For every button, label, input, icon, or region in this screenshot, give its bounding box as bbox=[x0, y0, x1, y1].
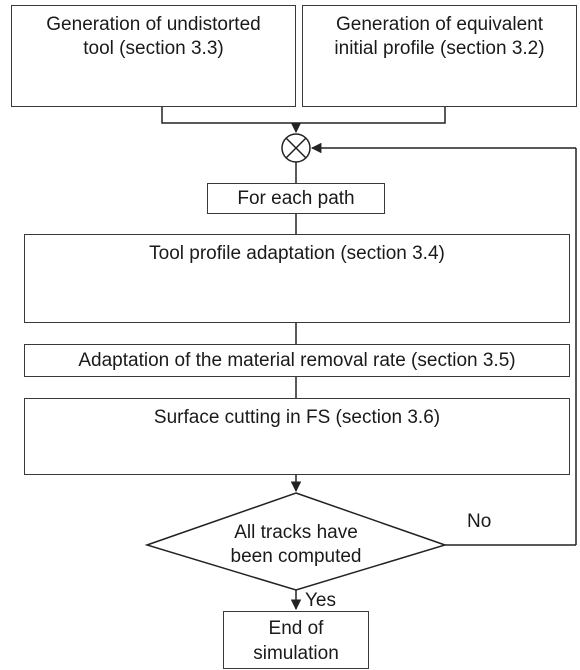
surface-cutting-box bbox=[24, 398, 570, 475]
circle-x-icon bbox=[281, 133, 311, 163]
end-label-line1: End of bbox=[268, 618, 324, 639]
removal-rate-label: Adaptation of the material removal rate … bbox=[78, 350, 516, 371]
generate-tool-title-line1: Generation of undistorted bbox=[46, 14, 261, 35]
branch-no-label: No bbox=[467, 511, 492, 532]
tool-adaptation-label: Tool profile adaptation (section 3.4) bbox=[149, 243, 445, 264]
decision-diamond bbox=[144, 492, 448, 591]
end-label-line2: simulation bbox=[253, 643, 339, 664]
end-box bbox=[223, 611, 369, 669]
branch-yes-label: Yes bbox=[305, 590, 336, 611]
generate-profile-box bbox=[302, 5, 577, 107]
tool-adaptation-box bbox=[24, 234, 570, 323]
generate-profile-title-line2: initial profile (section 3.2) bbox=[334, 38, 545, 59]
decision-label-line2: been computed bbox=[230, 546, 362, 567]
removal-rate-box bbox=[24, 344, 570, 377]
generate-tool-title-line2: tool (section 3.3) bbox=[83, 38, 224, 59]
generate-profile-title-line1: Generation of equivalent bbox=[335, 14, 544, 35]
for-each-path-label: For each path bbox=[237, 188, 355, 209]
decision-label-line1: All tracks have bbox=[234, 522, 358, 543]
surface-cutting-label: Surface cutting in FS (section 3.6) bbox=[153, 407, 441, 428]
for-each-path-box bbox=[207, 183, 385, 214]
generate-tool-box bbox=[11, 5, 296, 107]
